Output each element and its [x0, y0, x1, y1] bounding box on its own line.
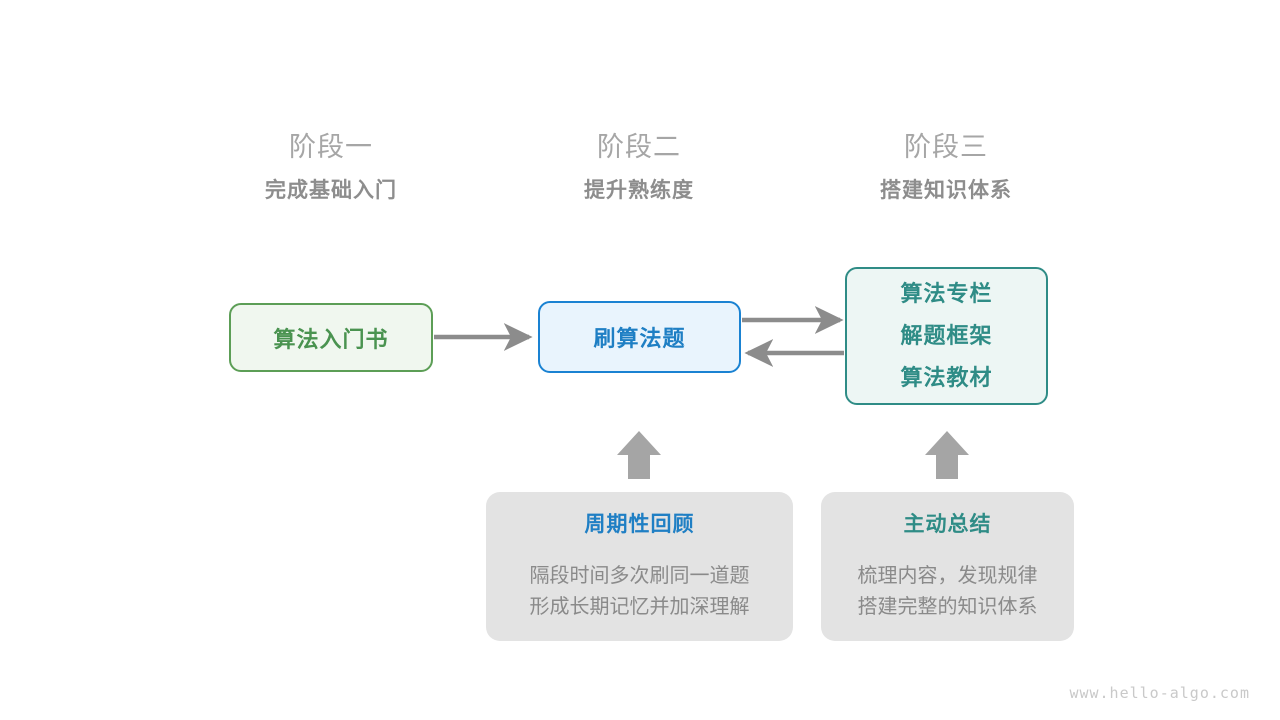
stage-title-3: 阶段三 — [904, 132, 988, 162]
card-periodic-review-body: 隔段时间多次刷同一道题 形成长期记忆并加深理解 — [530, 561, 750, 623]
arrow-review-to-practice — [617, 431, 661, 479]
node-intro-book-label: 算法入门书 — [273, 326, 389, 352]
card-periodic-review-line-1: 隔段时间多次刷同一道题 — [529, 564, 750, 587]
card-periodic-review[interactable]: 周期性回顾 隔段时间多次刷同一道题 形成长期记忆并加深理解 — [486, 492, 793, 641]
card-active-summary[interactable]: 主动总结 梳理内容，发现规律 搭建完整的知识体系 — [821, 492, 1074, 641]
card-active-summary-body: 梳理内容，发现规律 搭建完整的知识体系 — [858, 561, 1038, 623]
card-active-summary-title: 主动总结 — [903, 512, 992, 536]
site-watermark: www.hello-algo.com — [1069, 684, 1250, 702]
node-practice-problems-label: 刷算法题 — [593, 326, 686, 351]
stage-subtitle-3: 搭建知识体系 — [880, 179, 1012, 202]
stage-title-1: 阶段一 — [289, 132, 373, 162]
stage-header-3: 阶段三 搭建知识体系 — [816, 130, 1076, 206]
arrow-summary-to-resources — [925, 431, 969, 479]
card-active-summary-line-2: 搭建完整的知识体系 — [857, 595, 1038, 618]
node-resource-line-2: 解题框架 — [900, 323, 993, 348]
card-active-summary-line-1: 梳理内容，发现规律 — [857, 564, 1038, 587]
node-resource-line-3: 算法教材 — [900, 365, 993, 390]
stage-header-2: 阶段二 提升熟练度 — [509, 130, 769, 206]
node-knowledge-resources[interactable]: 算法专栏 解题框架 算法教材 — [845, 267, 1048, 405]
stage-header-1: 阶段一 完成基础入门 — [201, 130, 461, 206]
stage-title-2: 阶段二 — [597, 132, 681, 162]
node-practice-problems[interactable]: 刷算法题 — [538, 301, 741, 373]
node-intro-book[interactable]: 算法入门书 — [229, 303, 433, 372]
card-periodic-review-title: 周期性回顾 — [584, 512, 695, 536]
node-resource-line-1: 算法专栏 — [900, 281, 993, 306]
card-periodic-review-line-2: 形成长期记忆并加深理解 — [529, 595, 750, 618]
stage-subtitle-1: 完成基础入门 — [265, 179, 397, 202]
stage-subtitle-2: 提升熟练度 — [584, 179, 694, 202]
